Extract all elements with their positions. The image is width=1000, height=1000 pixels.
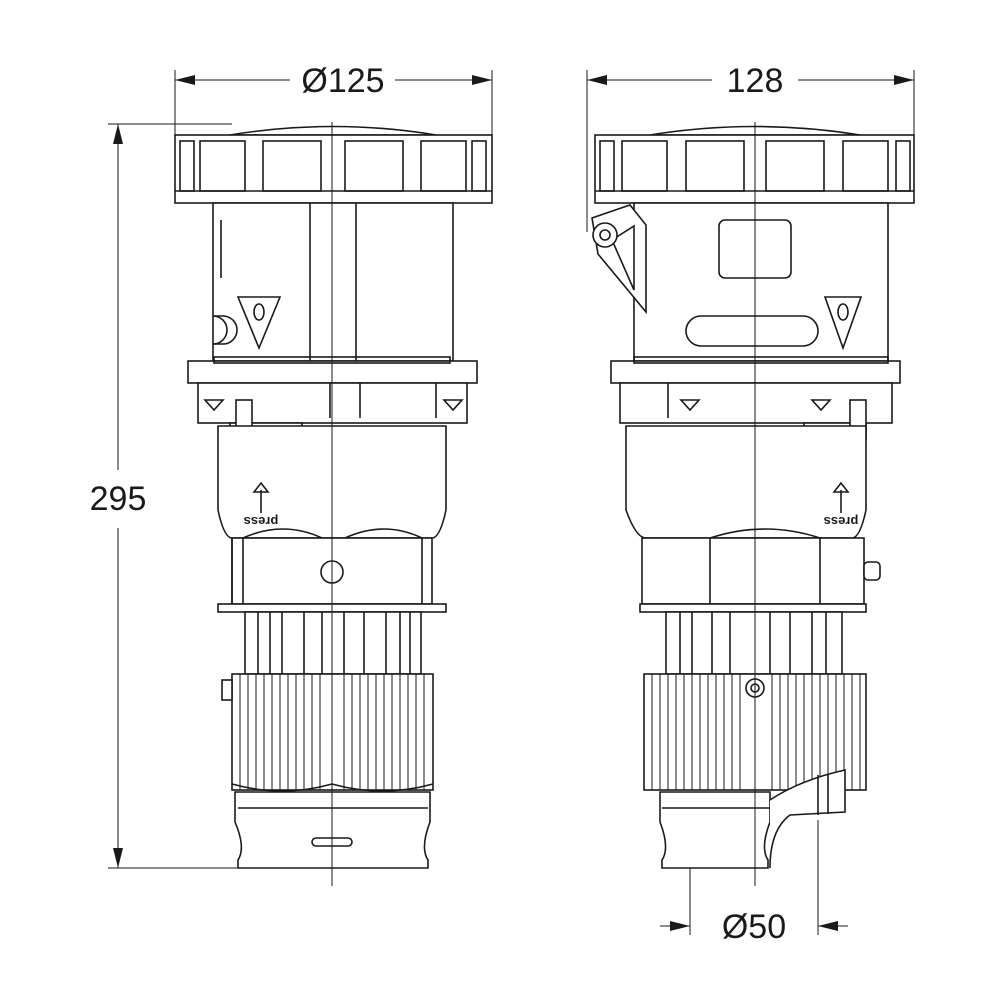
dimension-label-left-diameter: Ø125 xyxy=(301,62,384,100)
dimension-label-height: 295 xyxy=(90,480,147,518)
connector-front-view: press xyxy=(174,122,493,886)
cable-outlet xyxy=(769,769,846,869)
warning-triangle-icon-right xyxy=(823,296,863,351)
upper-body xyxy=(212,202,454,362)
press-label-right: press xyxy=(824,514,859,529)
dimension-right-width: 128 xyxy=(586,62,915,232)
cap-grip-ribs xyxy=(175,140,492,192)
slot xyxy=(685,315,819,347)
cap-ring xyxy=(174,134,493,204)
press-arrow-icon-right xyxy=(832,481,850,513)
cap-dome xyxy=(229,125,437,136)
ribbed-neck xyxy=(244,611,422,675)
dimension-left-diameter: Ø125 xyxy=(174,62,493,138)
dimension-label-cable-diameter: Ø50 xyxy=(722,908,786,946)
dimension-height: 295 xyxy=(90,123,250,869)
dimension-label-right-width: 128 xyxy=(727,62,784,100)
lid-hinge xyxy=(591,204,647,315)
side-screw xyxy=(221,679,233,701)
side-pin xyxy=(863,561,881,581)
dimension-cable-diameter: Ø50 xyxy=(660,810,848,946)
connector-side-view: press xyxy=(591,122,915,886)
press-arrow-icon xyxy=(252,481,270,513)
warning-triangle-icon xyxy=(236,296,282,351)
press-label: press xyxy=(244,514,279,529)
